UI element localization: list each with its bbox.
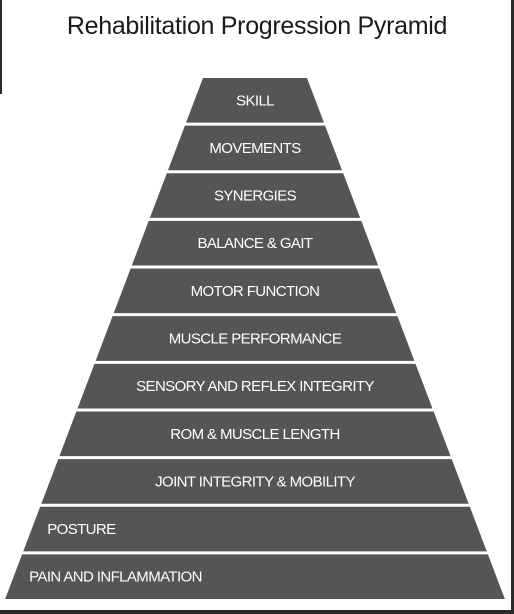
- pyramid-tier-label: MOVEMENTS: [209, 140, 301, 157]
- pyramid-tier: MOTOR FUNCTION: [113, 268, 397, 314]
- pyramid-tier-shape: [41, 459, 469, 504]
- pyramid-tier-label: SYNERGIES: [214, 188, 297, 205]
- pyramid-tier-label: MUSCLE PERFORMANCE: [169, 331, 342, 348]
- pyramid-tier-shape: [113, 268, 397, 314]
- pyramid-tier-label: POSTURE: [47, 521, 116, 538]
- pyramid-tier: POSTURE: [23, 506, 487, 552]
- pyramid-tier-label: MOTOR FUNCTION: [191, 283, 320, 300]
- pyramid-tier-shape: [5, 554, 505, 599]
- pyramid-tier: MUSCLE PERFORMANCE: [95, 316, 415, 361]
- diagram-title: Rehabilitation Progression Pyramid: [66, 12, 448, 40]
- pyramid-tier: SKILL: [186, 78, 324, 123]
- left-border-mark: [0, 0, 2, 94]
- pyramid-tier: JOINT INTEGRITY & MOBILITY: [41, 459, 469, 504]
- pyramid-tier-label: JOINT INTEGRITY & MOBILITY: [155, 473, 355, 490]
- pyramid-tier: BALANCE & GAIT: [131, 220, 379, 266]
- pyramid-tier-shape: [77, 363, 433, 409]
- pyramid-tier: PAIN AND INFLAMMATION: [5, 554, 505, 599]
- pyramid-tier-label: BALANCE & GAIT: [198, 235, 313, 252]
- pyramid-tier-label: ROM & MUSCLE LENGTH: [170, 426, 339, 443]
- pyramid-tier-shape: [149, 173, 361, 218]
- pyramid-tier-shape: [95, 316, 415, 361]
- pyramid-tier-label: SENSORY AND REFLEX INTEGRITY: [136, 378, 374, 395]
- pyramid-tier-shape: [131, 220, 379, 266]
- pyramid-tier: SENSORY AND REFLEX INTEGRITY: [77, 363, 433, 409]
- pyramid-tier-shape: [23, 506, 487, 552]
- pyramid-tier: SYNERGIES: [149, 173, 361, 218]
- pyramid-tier-shape: [167, 125, 343, 171]
- pyramid-tier-shape: [59, 411, 451, 457]
- pyramid-tier: MOVEMENTS: [167, 125, 343, 171]
- pyramid-tier: ROM & MUSCLE LENGTH: [59, 411, 451, 457]
- pyramid-tier-label: SKILL: [236, 92, 274, 109]
- pyramid-tier-label: PAIN AND INFLAMMATION: [29, 569, 202, 586]
- pyramid-tier-shape: [186, 78, 324, 123]
